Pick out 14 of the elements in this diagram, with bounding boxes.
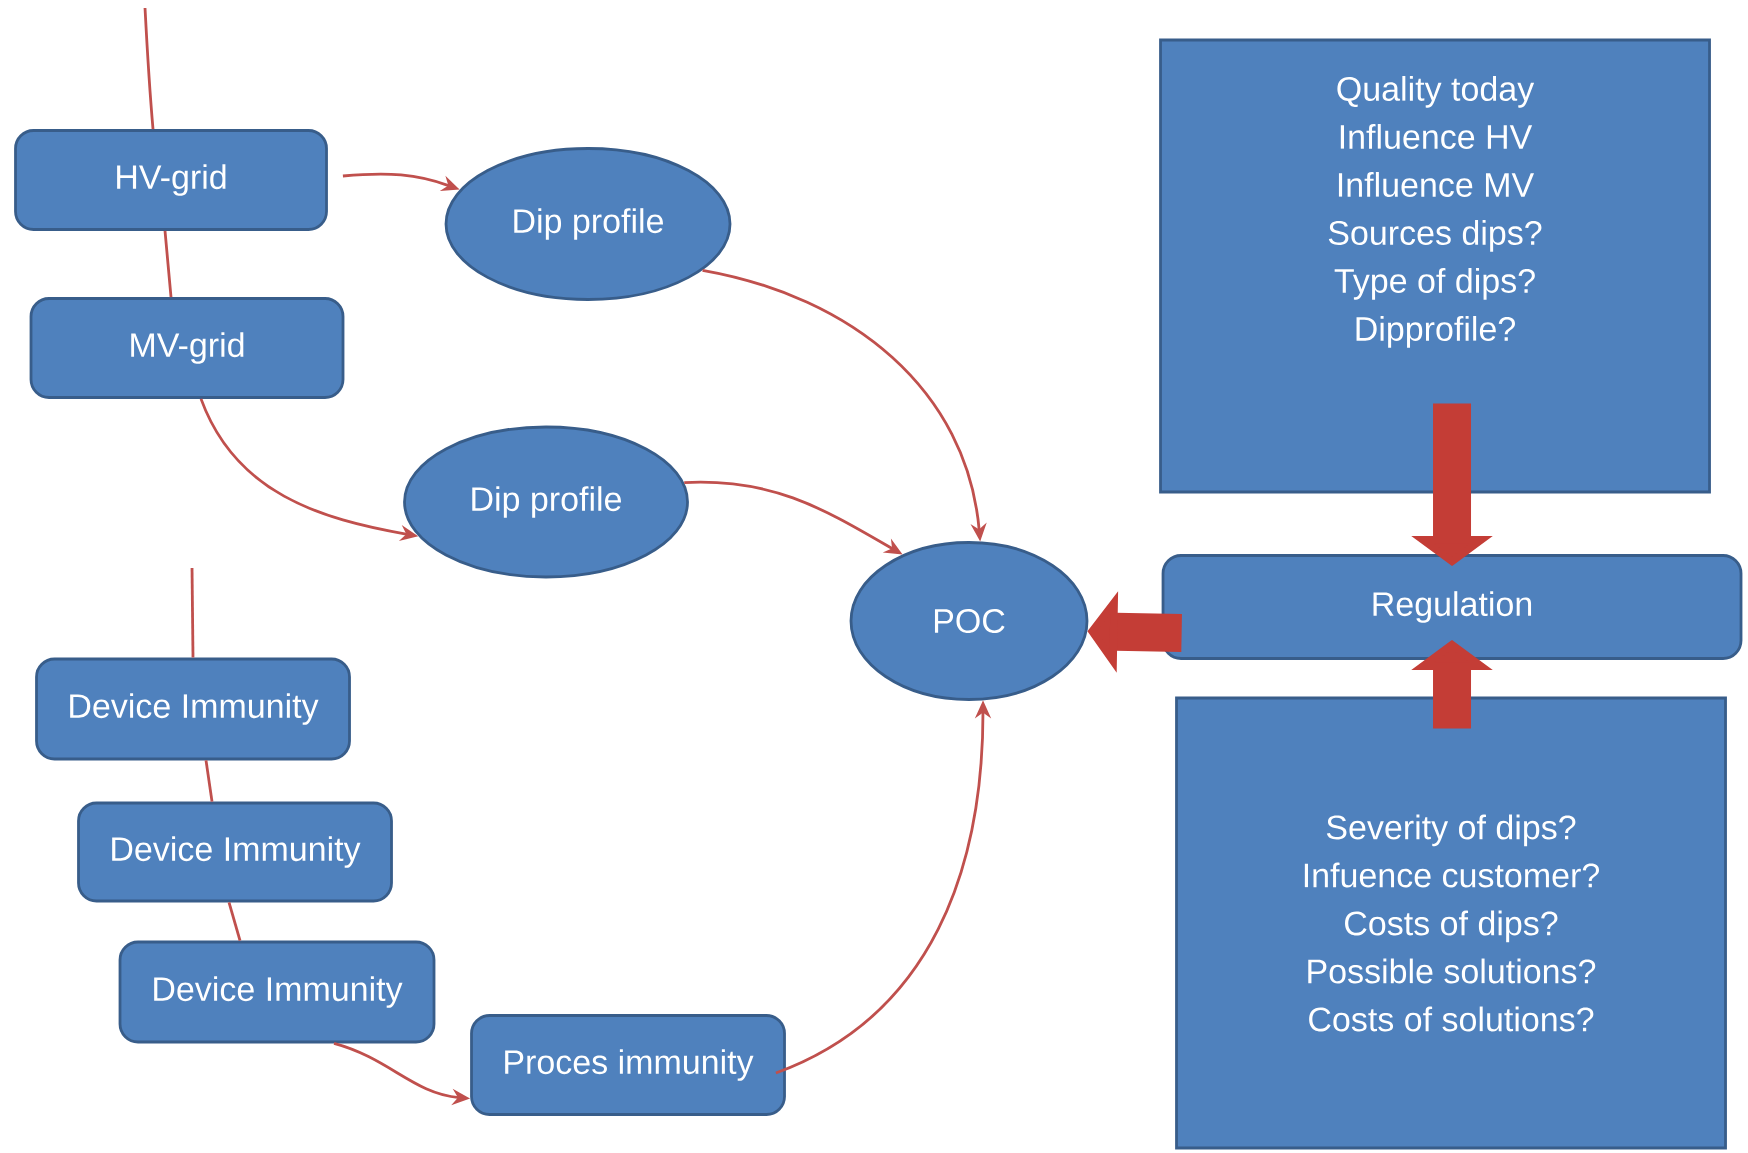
connector-line	[163, 230, 173, 298]
immunity-box: Device Immunity	[118, 940, 436, 1044]
question-box: Quality today Influence HV Influence MV Sources dips? Type of dips? Dipprofile?	[1159, 38, 1711, 494]
connector-line	[204, 760, 214, 802]
connector-line	[143, 7, 155, 130]
connector-line	[190, 567, 195, 658]
connector-line	[227, 902, 242, 941]
regulation-box: Regulation	[1161, 554, 1743, 660]
grid-box: MV-grid	[29, 297, 345, 399]
immunity-box: Proces immunity	[470, 1014, 786, 1116]
immunity-box: Device Immunity	[35, 657, 351, 761]
immunity-box: Device Immunity	[77, 801, 393, 903]
grid-box: HV-grid	[14, 129, 328, 231]
question-box: Severity of dips? Infuence customer? Costs of dips? Possible solutions? Costs of solutions?	[1175, 696, 1727, 1150]
